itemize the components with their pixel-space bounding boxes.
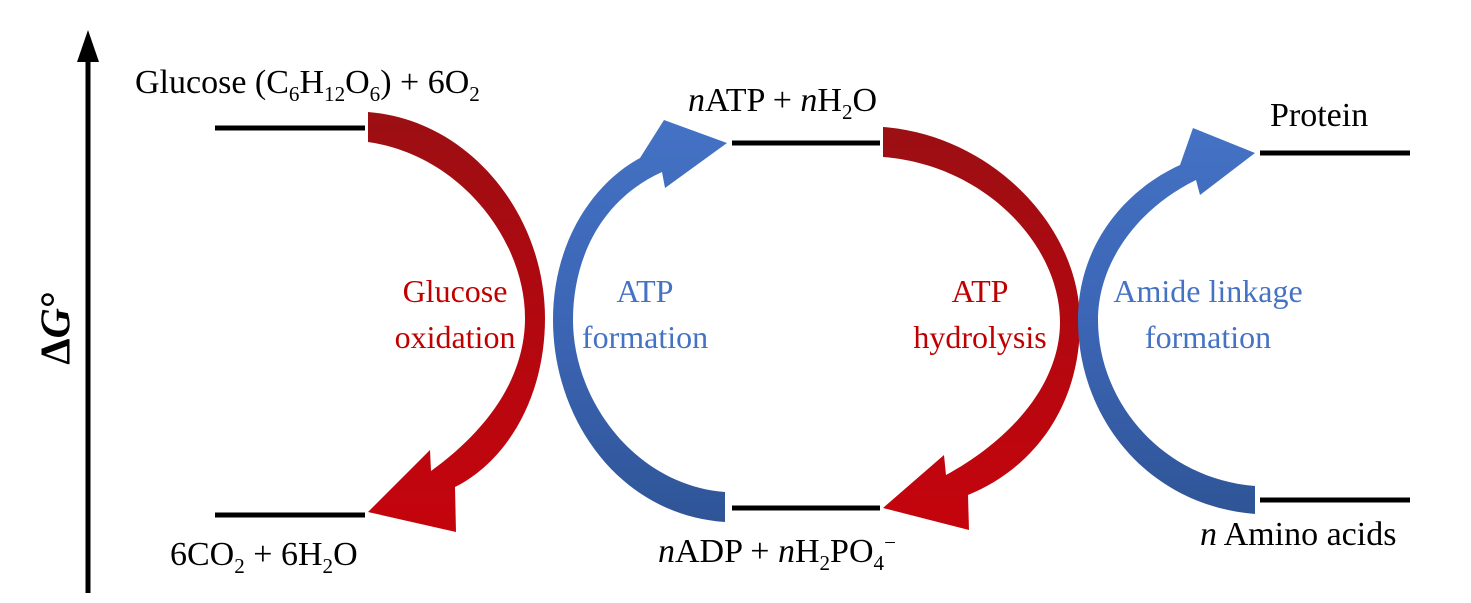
g-variable: G <box>33 308 80 339</box>
label-6co2-6h2o: 6CO2 + 6H2O <box>170 536 358 578</box>
glucose-oxidation-arrow <box>368 112 545 532</box>
label-n-amino-acids: n Amino acids <box>1200 516 1397 553</box>
label-natp-nh2o: nATP + nH2O <box>688 82 878 124</box>
atp-hydrolysis-arrow <box>883 127 1080 530</box>
energy-axis-arrowhead <box>77 30 99 62</box>
atp-formation-arrow <box>553 120 727 522</box>
degree-symbol: ° <box>33 291 80 309</box>
delta-g-axis-label: ΔG° <box>33 291 81 364</box>
amide-formation-arrow <box>1078 128 1255 514</box>
label-glucose-6o2: Glucose (C6H12O6) + 6O2 <box>135 64 480 106</box>
label-amide-linkage-formation: Amide linkage formation <box>1113 273 1303 355</box>
label-atp-hydrolysis: ATP hydrolysis <box>913 273 1047 355</box>
label-protein: Protein <box>1270 97 1369 134</box>
label-nadp-nh2po4: nADP + nH2PO4− <box>658 530 896 575</box>
delta-symbol: Δ <box>33 338 80 365</box>
label-atp-formation: ATP formation <box>581 273 709 355</box>
label-glucose-oxidation: Glucose oxidation <box>394 273 516 355</box>
